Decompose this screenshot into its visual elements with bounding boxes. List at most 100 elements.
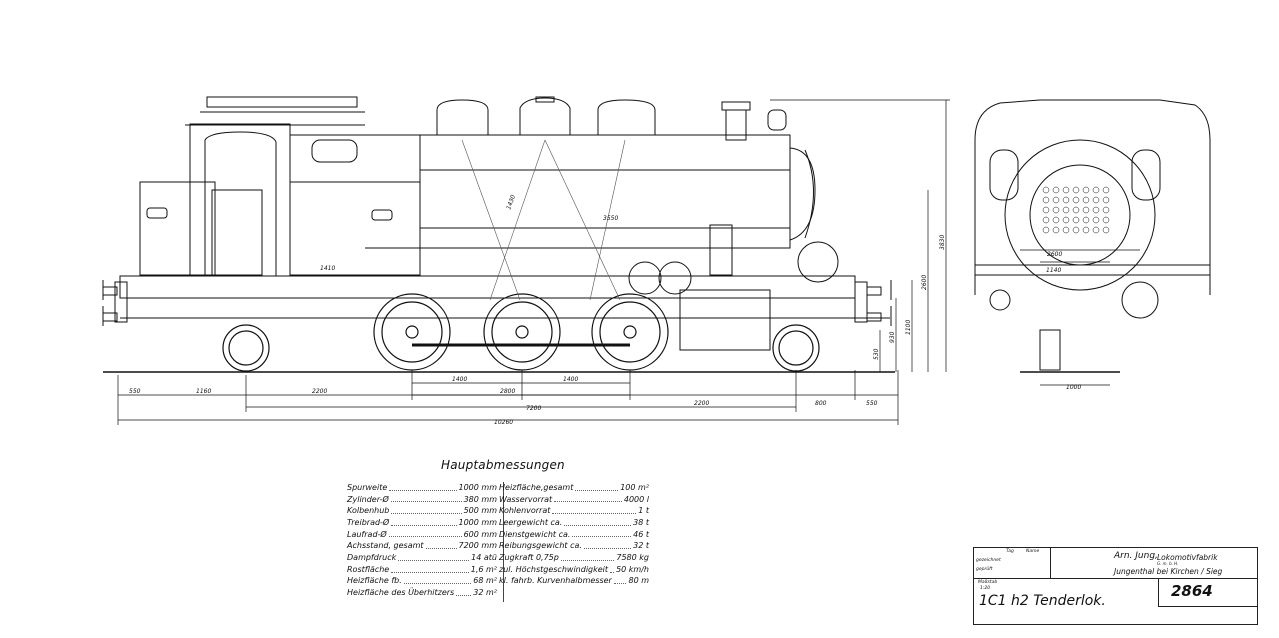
spec-value: 500 mm xyxy=(463,506,497,516)
spec-label: Zugkraft 0,75p xyxy=(499,553,559,563)
spec-label: Dampfdruck xyxy=(347,553,397,563)
dim-coupled-2: 1400 xyxy=(563,376,578,383)
row-drawn: gezeichnet xyxy=(976,558,1001,563)
spec-row: Laufrad-Ø 600 mm xyxy=(347,529,497,541)
cylinders xyxy=(628,224,733,295)
side-tank xyxy=(289,134,421,276)
header-name: Name xyxy=(1026,549,1040,554)
spec-row: Dampfdruck 14 atü xyxy=(347,552,497,564)
callout-diagonal: 1430 xyxy=(505,194,517,211)
spec-value: 7200 mm xyxy=(458,541,498,551)
scale-value: 1:20 xyxy=(980,586,991,591)
section-lines xyxy=(461,139,626,301)
domes xyxy=(436,96,656,135)
dimension-lines xyxy=(117,99,950,425)
spec-value: 380 mm xyxy=(463,494,497,504)
spec-label: Kolbenhub xyxy=(347,506,390,516)
dim-front-overhang: 550 xyxy=(129,388,141,395)
spec-value: 1000 mm xyxy=(458,518,498,528)
spec-row: Dienstgewicht ca. 46 t xyxy=(499,529,649,541)
spec-value: 50 km/h xyxy=(616,564,649,574)
spec-label: zul. Höchstgeschwindigkeit xyxy=(499,564,609,574)
driving-wheels xyxy=(373,293,669,371)
drawing-number-box: 2864 xyxy=(1158,578,1258,607)
spec-label: Heizfläche,gesamt xyxy=(499,482,574,492)
row-checked: geprüft xyxy=(976,567,993,572)
spec-row: Leergewicht ca.38 t xyxy=(499,517,649,529)
callout-firebox: 1410 xyxy=(320,265,335,272)
firm-legal-form: G. m. b. H. xyxy=(1157,561,1179,566)
end-view xyxy=(974,99,1211,386)
spec-value: 14 atü xyxy=(471,553,497,563)
dim-boiler-height: 2600 xyxy=(921,275,928,290)
scale-label: Maßstab xyxy=(978,580,998,585)
dim-wheelbase: 7200 xyxy=(526,405,541,412)
frame xyxy=(114,241,890,351)
dim-coupler-height: 530 xyxy=(873,348,880,360)
spec-label: Treibrad-Ø xyxy=(347,518,390,528)
carrying-wheels xyxy=(222,324,820,372)
spec-value: 1000 mm xyxy=(458,482,498,492)
spec-row: Zugkraft 0,75p 7580 kg xyxy=(499,552,649,564)
spec-label: Leergewicht ca. xyxy=(499,518,563,528)
specifications-title: Hauptabmessungen xyxy=(441,458,565,472)
spec-label: Rostfläche xyxy=(347,564,390,574)
spec-label: Wasservorrat xyxy=(499,494,553,504)
spec-value: 68 m² xyxy=(473,576,497,586)
spec-value: 600 mm xyxy=(463,529,497,539)
spec-value: 4000 l xyxy=(623,494,649,504)
spec-label: Laufrad-Ø xyxy=(347,529,387,539)
spec-row: Heizfläche fb. 68 m² xyxy=(347,576,497,588)
end-dim-width: 2600 xyxy=(1047,251,1062,258)
spec-row: Wasservorrat 4000 l xyxy=(499,494,649,506)
boiler xyxy=(365,134,816,249)
dim-coupled-base: 2800 xyxy=(500,388,515,395)
spec-row: Spurweite 1000 mm xyxy=(347,482,497,494)
spec-label: Achsstand, gesamt xyxy=(347,541,424,551)
buffers xyxy=(102,280,892,326)
spec-label: Heizfläche des Überhitzers xyxy=(347,588,455,598)
end-dim-gauge: 1000 xyxy=(1066,384,1081,391)
spec-row: zul. Höchstgeschwindigkeit 50 km/h xyxy=(499,564,649,576)
spec-row: Heizfläche des Überhitzers 32 m² xyxy=(347,587,497,599)
drawing-title: 1C1 h2 Tenderlok. xyxy=(979,593,1106,609)
cab xyxy=(139,96,365,277)
spec-value: 7580 kg xyxy=(616,553,649,563)
spec-value: 46 t xyxy=(633,529,649,539)
callout-tube-length: 3550 xyxy=(603,215,618,222)
spec-row: Treibrad-Ø 1000 mm xyxy=(347,517,497,529)
spec-value: 100 m² xyxy=(620,482,649,492)
spec-value: 32 m² xyxy=(473,588,497,598)
firm-name: Arn. Jung, xyxy=(1114,551,1158,561)
end-dim-frame: 1140 xyxy=(1046,267,1061,274)
title-block: Tag Name gezeichnet geprüft Maßstab 1:20… xyxy=(973,547,1258,625)
spec-row: Heizfläche,gesamt 100 m² xyxy=(499,482,649,494)
spec-row: Achsstand, gesamt 7200 mm xyxy=(347,540,497,552)
spec-label: Kohlenvorrat xyxy=(499,506,551,516)
dim-buffer-height: 930 xyxy=(889,331,896,343)
firm-location: Jungenthal bei Kirchen / Sieg xyxy=(1114,567,1223,576)
dim-last-spacing: 2200 xyxy=(694,400,709,407)
firebox-grate xyxy=(1042,186,1110,234)
dim-coupled-1: 1400 xyxy=(452,376,467,383)
spec-label: kl. fahrb. Kurvenhalbmesser xyxy=(499,576,612,586)
dim-height-total: 3830 xyxy=(939,235,946,250)
spec-label: Zylinder-Ø xyxy=(347,494,389,504)
specifications-right-column: Heizfläche,gesamt 100 m² Wasservorrat 4000… xyxy=(499,482,649,587)
spec-row: Kolbenhub 500 mm xyxy=(347,505,497,517)
spec-label: Heizfläche fb. xyxy=(347,576,402,586)
spec-value: 1,6 m² xyxy=(470,564,497,574)
dim-frame-height: 1100 xyxy=(905,320,912,335)
dim-length: 10260 xyxy=(494,419,513,426)
header-tag: Tag xyxy=(1006,549,1014,554)
spec-row: Reibungsgewicht ca.32 t xyxy=(499,540,649,552)
spec-label: Spurweite xyxy=(347,482,388,492)
drawing-number: 2864 xyxy=(1171,582,1213,600)
spec-label: Dienstgewicht ca. xyxy=(499,529,571,539)
spec-value: 80 m xyxy=(628,576,649,586)
approval-grid: Tag Name gezeichnet geprüft xyxy=(974,548,1051,579)
dim-leading-axle: 1160 xyxy=(196,388,211,395)
dim-rear-overhang: 550 xyxy=(866,400,878,407)
